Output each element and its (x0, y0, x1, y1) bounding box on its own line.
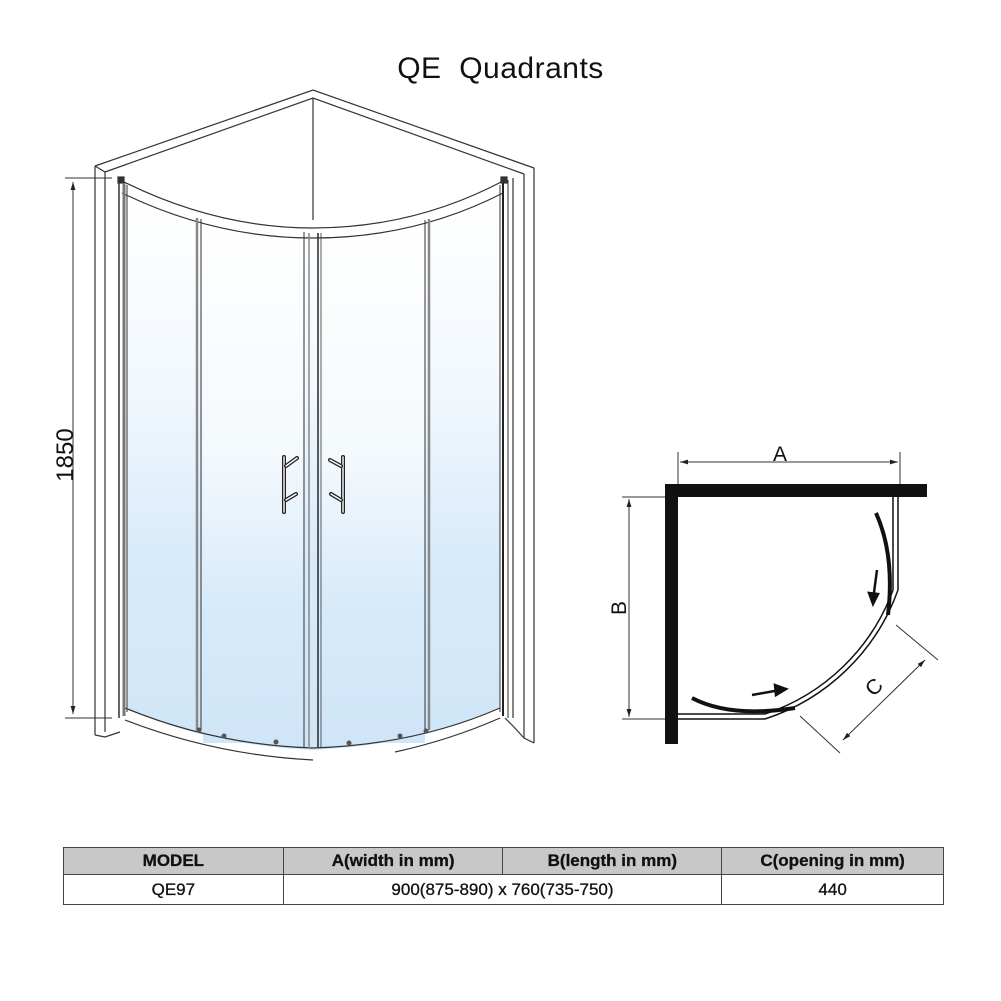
cell-dimensions: 900(875-890) x 760(735-750) (282, 874, 723, 905)
table-header-row: MODEL A(width in mm) B(length in mm) C(o… (63, 847, 944, 875)
header-a: A(width in mm) (282, 847, 504, 875)
header-c: C(opening in mm) (721, 847, 944, 875)
diagram-title: QE Quadrants (397, 52, 604, 85)
back-wall (665, 484, 927, 497)
right-handle-icon (328, 455, 345, 514)
side-wall (665, 484, 678, 744)
plan-view: A B C (608, 443, 939, 754)
shower-perspective (94, 89, 535, 761)
cell-model: QE97 (63, 874, 284, 905)
dimension-a-label: A (773, 443, 787, 466)
wall-outline (94, 89, 535, 744)
table-row: QE97 900(875-890) x 760(735-750) 440 (63, 874, 944, 905)
header-model: MODEL (63, 847, 284, 875)
bottom-tray (124, 707, 501, 761)
header-b: B(length in mm) (502, 847, 723, 875)
cell-opening: 440 (721, 874, 944, 905)
height-label: 1850 (52, 428, 79, 481)
dimension-c-label: C (861, 674, 888, 701)
frame-profiles (118, 180, 509, 748)
top-rail (117, 176, 508, 239)
glass-panels (127, 195, 500, 750)
height-dimension (65, 177, 112, 719)
rollers (196, 727, 429, 746)
spec-table: MODEL A(width in mm) B(length in mm) C(o… (63, 847, 944, 905)
dimension-b-label: B (608, 601, 631, 615)
left-handle-icon (282, 455, 299, 514)
door-handles (282, 455, 345, 514)
